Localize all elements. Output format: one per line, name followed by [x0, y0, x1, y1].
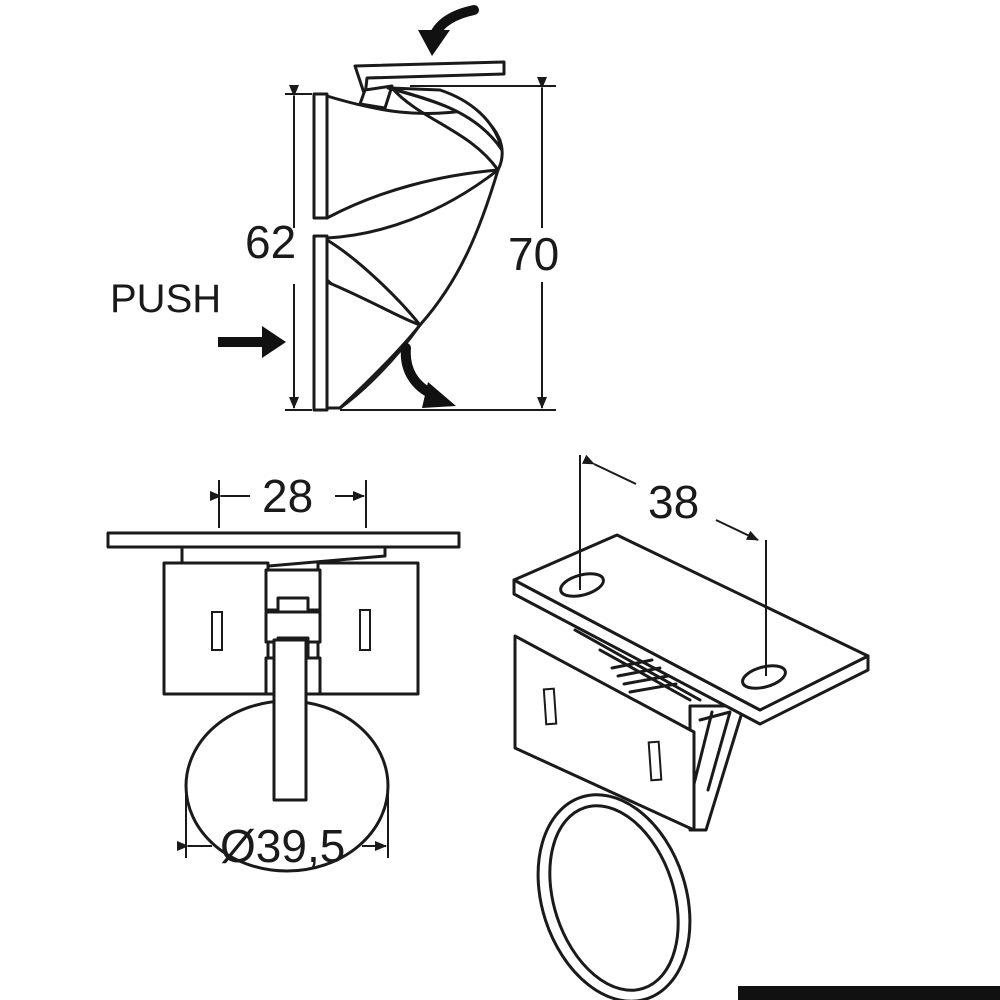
front-view: 28 Ø39,5 [106, 470, 461, 873]
dimension-38-label: 38 [648, 476, 699, 528]
diameter-label: Ø39,5 [220, 820, 345, 872]
isometric-view: 38 [512, 454, 870, 1000]
push-arrow-icon [218, 326, 286, 358]
push-label: PUSH [110, 277, 221, 321]
iso-suction-disc [536, 793, 692, 1000]
dimension-28-label: 28 [262, 470, 313, 522]
footer-bar [738, 986, 1000, 1000]
side-view: 62 70 PUSH [110, 5, 559, 412]
dimension-70-label: 70 [508, 228, 559, 280]
dimension-62-label: 62 [245, 216, 296, 268]
